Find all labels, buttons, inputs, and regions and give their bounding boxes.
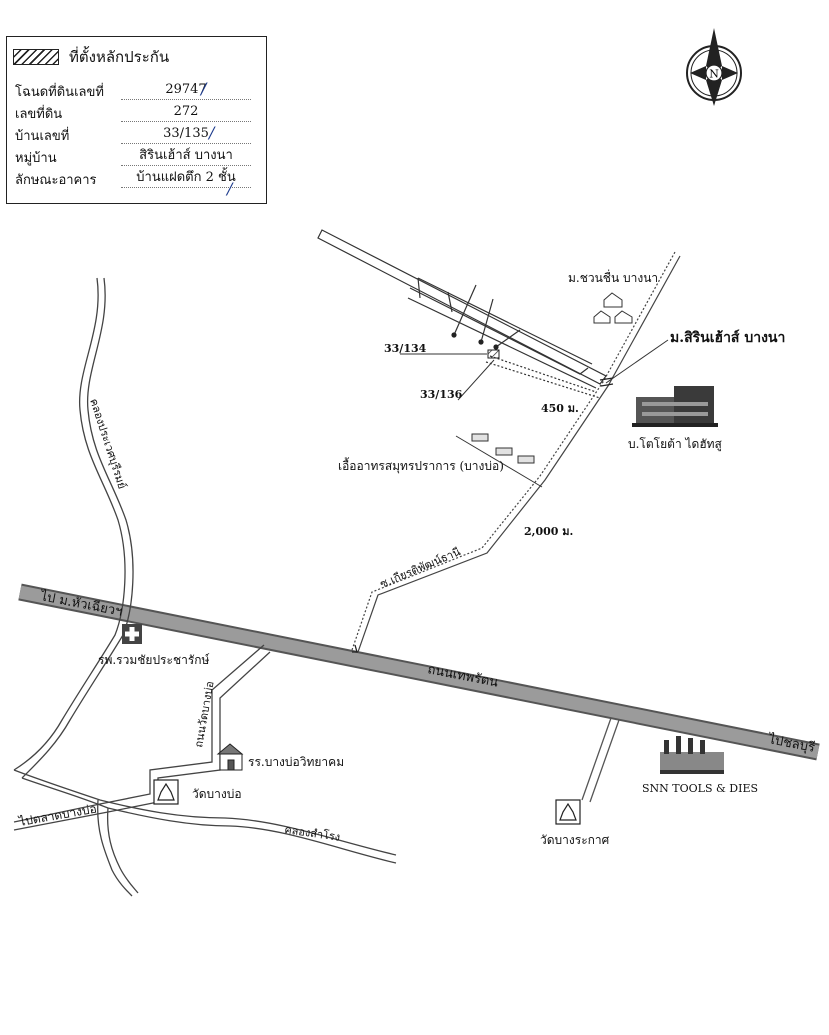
check-mark-icon: / bbox=[209, 123, 215, 142]
house-icon bbox=[593, 292, 633, 324]
label-school: รร.บางบ่อวิทยาคม bbox=[248, 755, 344, 769]
canal-samrong bbox=[13, 769, 397, 897]
label-snn: SNN TOOLS & DIES bbox=[642, 782, 758, 795]
plot-markers bbox=[451, 332, 499, 350]
legend-label: เลขที่ดิน bbox=[15, 107, 63, 122]
highway-thepharat bbox=[18, 583, 820, 761]
compass-north-label: N bbox=[709, 68, 719, 81]
label-housing-project: เอื้ออาทรสมุทรปราการ (บางบ่อ) bbox=[338, 457, 504, 474]
label-to-market: ไปตลาดบางบ่อ bbox=[17, 802, 98, 830]
factory-icon bbox=[660, 736, 724, 774]
school-icon bbox=[216, 743, 244, 771]
hatch-swatch-icon bbox=[13, 49, 59, 65]
label-plot-134: 33/134 bbox=[384, 342, 427, 355]
road-wat-rakhat bbox=[581, 717, 620, 803]
label-wat-rakhat: วัดบางระกาศ bbox=[540, 833, 610, 847]
legend-value: 33/135 bbox=[121, 125, 251, 144]
soi-kiattiphat bbox=[351, 251, 681, 653]
office-building-icon bbox=[632, 386, 718, 427]
label-to-huachiew: ไป ม.หัวเฉียวฯ bbox=[38, 588, 124, 620]
check-mark-icon: / bbox=[201, 79, 207, 98]
label-village-sirin: ม.สิรินเฮ้าส์ บางนา bbox=[670, 329, 785, 346]
check-mark-icon: / bbox=[227, 179, 233, 198]
label-village-chuan: ม.ชวนชื่น บางนา bbox=[568, 269, 658, 285]
canal-prawet bbox=[13, 277, 134, 779]
legend-row-house-no: บ้านเลขที่ 33/135 bbox=[15, 125, 260, 145]
label-distance-2000: 2,000 ม. bbox=[524, 525, 573, 538]
hospital-icon bbox=[122, 624, 142, 644]
label-distance-450: 450 ม. bbox=[541, 402, 579, 415]
legend-row-building-type: ลักษณะอาคาร บ้านแฝดตึก 2 ชั้น bbox=[15, 169, 260, 189]
legend-row-land-no: เลขที่ดิน 272 bbox=[15, 103, 260, 123]
legend-label: ลักษณะอาคาร bbox=[15, 173, 97, 188]
legend-label: โฉนดที่ดินเลขที่ bbox=[15, 85, 104, 100]
temple-icon bbox=[153, 779, 581, 825]
label-toyota: บ.โตโยต้า ไดฮัทสู bbox=[628, 437, 723, 452]
label-hospital: รพ.รวมชัยประชารักษ์ bbox=[98, 653, 210, 667]
road-to-market bbox=[13, 644, 271, 831]
leader-lines bbox=[400, 339, 669, 401]
legend-header: ที่ตั้งหลักประกัน bbox=[13, 46, 169, 68]
collateral-plot bbox=[487, 349, 500, 359]
legend-row-deed: โฉนดที่ดินเลขที่ 29747 bbox=[15, 81, 260, 101]
label-wat-bangbo-road: ถนนวัดบางบ่อ bbox=[192, 680, 216, 748]
legend-value: 272 bbox=[121, 103, 251, 122]
housing-project-blocks bbox=[455, 433, 543, 488]
legend-value: 29747 bbox=[121, 81, 251, 100]
legend-value: บ้านแฝดตึก 2 ชั้น bbox=[121, 169, 251, 188]
sirin-house-estate bbox=[317, 229, 607, 399]
legend-box: ที่ตั้งหลักประกัน โฉนดที่ดินเลขที่ 29747… bbox=[6, 36, 267, 204]
label-plot-136: 33/136 bbox=[420, 388, 463, 401]
legend-title: ที่ตั้งหลักประกัน bbox=[69, 48, 170, 66]
legend-row-village: หมู่บ้าน สิรินเฮ้าส์ บางนา bbox=[15, 147, 260, 167]
legend-label: บ้านเลขที่ bbox=[15, 129, 70, 144]
label-wat-bangbo: วัดบางบ่อ bbox=[192, 787, 242, 801]
legend-label: หมู่บ้าน bbox=[15, 151, 57, 166]
compass-icon: N bbox=[686, 28, 742, 106]
label-soi: ซ.เกียรติพัฒน์ธานี bbox=[378, 545, 463, 591]
legend-value: สิรินเฮ้าส์ บางนา bbox=[121, 147, 251, 166]
